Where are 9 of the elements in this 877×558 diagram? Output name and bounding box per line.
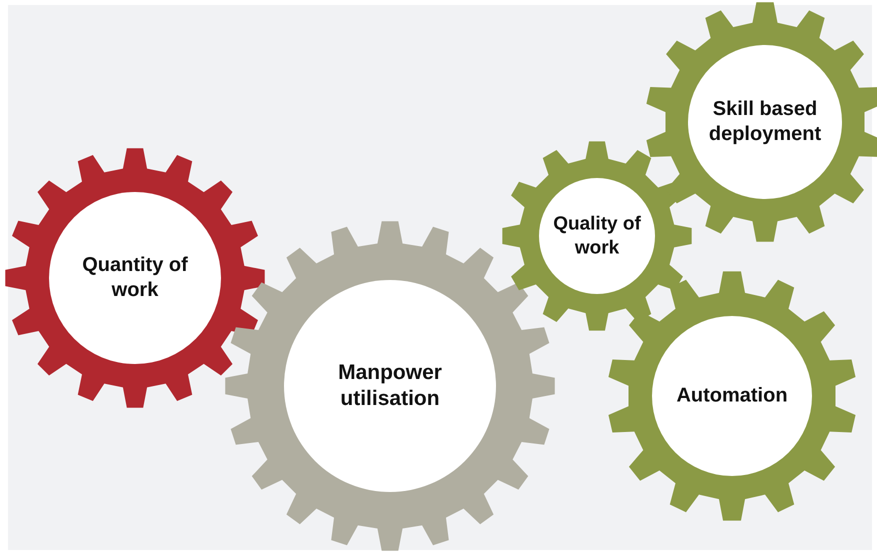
gear [5,148,265,408]
gear [645,2,877,242]
gear [225,221,555,551]
gear-label: Manpower utilisation [337,360,443,412]
gear-label: Quantity of work [81,253,189,303]
gear-label: Automation [675,384,789,408]
gear [607,271,857,521]
gear-label: Quality of work [552,212,642,260]
gear-label: Skill based deployment [708,97,822,147]
